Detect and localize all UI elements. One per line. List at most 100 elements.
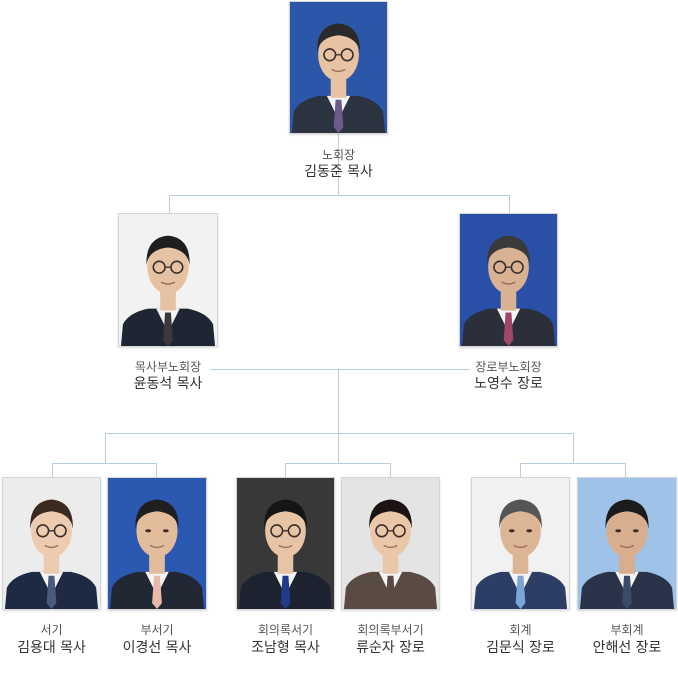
hair <box>499 499 542 529</box>
hair <box>317 23 360 53</box>
mouth <box>619 544 635 549</box>
photo-president <box>289 1 388 134</box>
connector <box>210 369 470 370</box>
connector <box>338 133 339 195</box>
photo-clerk <box>2 477 101 610</box>
portrait-photo <box>578 478 676 609</box>
portrait-photo <box>342 478 439 609</box>
mouth <box>513 544 528 549</box>
glasses-left <box>152 260 166 274</box>
eye-left <box>145 529 152 533</box>
photo-vice-minutes-clerk <box>341 477 440 610</box>
portrait-photo <box>472 478 569 609</box>
eye-right <box>632 529 639 533</box>
photo-vp-elder <box>459 213 558 347</box>
portrait-photo <box>108 478 206 609</box>
eye-right <box>162 529 169 533</box>
glasses-left <box>270 524 284 538</box>
connector <box>285 463 286 477</box>
face <box>136 504 178 558</box>
connector <box>105 433 106 463</box>
role-vp-pastor: 목사부노회장 <box>134 360 202 374</box>
mouth <box>278 544 293 549</box>
connector <box>156 463 157 477</box>
name-vice-treasurer: 안해선 장로 <box>592 640 662 656</box>
hair <box>605 499 649 529</box>
portrait-photo <box>460 214 557 346</box>
connector <box>52 463 53 477</box>
tie <box>622 575 632 609</box>
neck <box>500 290 517 311</box>
glasses-right <box>392 524 406 538</box>
photo-treasurer <box>471 477 570 610</box>
portrait-photo <box>119 214 217 346</box>
glasses-right <box>510 260 524 274</box>
tie <box>385 575 396 609</box>
tie <box>163 312 173 346</box>
connector <box>338 369 339 433</box>
mouth <box>501 281 516 285</box>
neck <box>149 554 165 574</box>
tie <box>503 312 514 346</box>
glasses-right <box>287 524 301 538</box>
connector <box>105 433 574 434</box>
role-vp-elder: 장로부노회장 <box>475 360 542 374</box>
glasses-right <box>340 48 354 62</box>
hair <box>30 499 73 529</box>
role-treasurer: 회계 <box>509 623 532 637</box>
name-vp-pastor: 윤동석 목사 <box>133 376 203 392</box>
connector <box>509 195 510 213</box>
connector <box>338 433 339 463</box>
mouth <box>44 544 59 549</box>
connector <box>169 195 170 213</box>
role-vice-treasurer: 부회계 <box>610 623 644 637</box>
tie <box>152 575 162 609</box>
mouth <box>160 281 176 285</box>
portrait-photo <box>290 2 387 133</box>
hair <box>487 235 530 266</box>
portrait-photo <box>3 478 100 609</box>
neck <box>330 78 347 98</box>
neck <box>512 554 529 574</box>
photo-vice-treasurer <box>577 477 677 610</box>
hair <box>369 499 412 529</box>
neck <box>277 554 294 574</box>
hair <box>135 499 179 529</box>
mouth <box>383 544 398 549</box>
face <box>606 504 648 558</box>
face <box>500 504 541 558</box>
role-president: 노회장 <box>321 148 356 162</box>
eye-left <box>508 529 515 533</box>
connector <box>52 463 157 464</box>
connector <box>169 195 510 196</box>
connector <box>520 463 626 464</box>
name-president: 김동준 목사 <box>304 164 373 180</box>
tie <box>46 575 57 609</box>
portrait-photo <box>237 478 334 609</box>
connector <box>625 463 626 477</box>
role-clerk: 서기 <box>40 623 63 637</box>
photo-vice-clerk <box>107 477 207 610</box>
role-minutes-clerk: 회의록서기 <box>257 623 314 637</box>
neck <box>382 554 399 574</box>
name-vice-clerk: 이경선 목사 <box>122 640 192 656</box>
connector <box>285 463 391 464</box>
glasses-left <box>375 524 389 538</box>
eye-left <box>615 529 622 533</box>
name-vp-elder: 노영수 장로 <box>474 376 543 392</box>
hair <box>264 499 307 529</box>
name-treasurer: 김문식 장로 <box>486 640 555 656</box>
photo-minutes-clerk <box>236 477 335 610</box>
tie <box>515 575 526 609</box>
connector <box>520 463 521 477</box>
glasses-left <box>323 48 337 62</box>
neck <box>43 554 60 574</box>
neck <box>619 554 635 574</box>
name-clerk: 김용대 목사 <box>17 640 86 656</box>
neck <box>160 290 176 311</box>
photo-vp-pastor <box>118 213 218 347</box>
glasses-left <box>493 260 507 274</box>
eye-right <box>526 529 533 533</box>
tie <box>280 575 291 609</box>
